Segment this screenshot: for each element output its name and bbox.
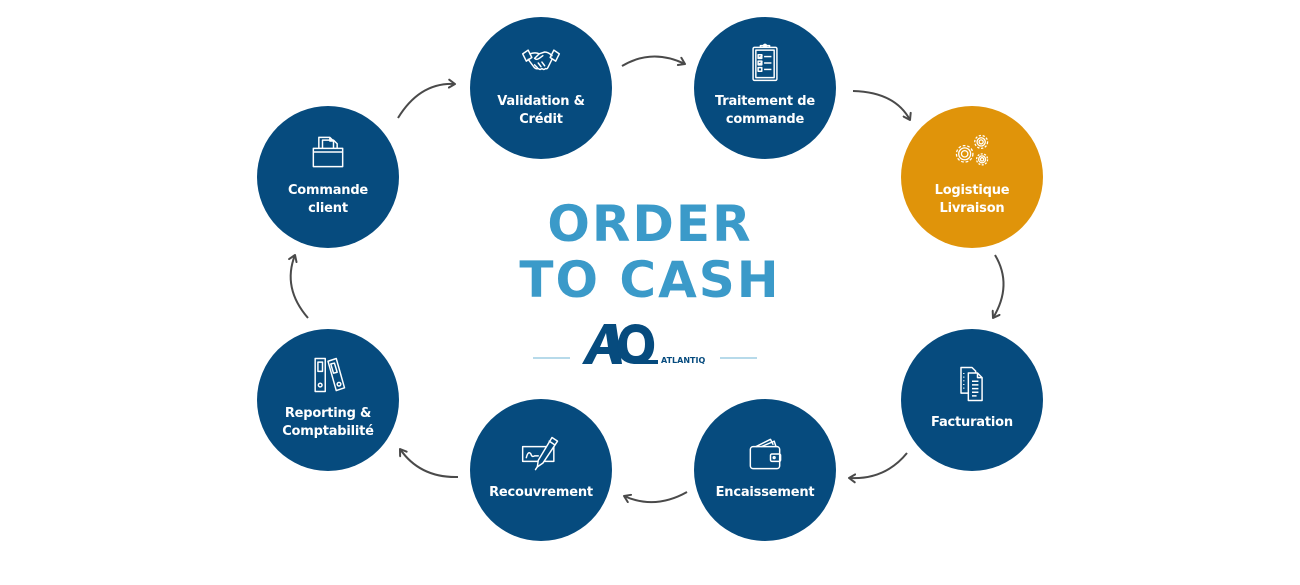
- gears-icon: [950, 130, 994, 174]
- atlantiq-logo: ATLANTIQ: [533, 324, 757, 365]
- step-logistique-livraison: Logistique Livraison: [901, 106, 1043, 248]
- diagram-title-line2: TO CASH: [519, 251, 781, 309]
- step-label: Reporting & Comptabilité: [282, 406, 374, 439]
- step-label: Recouvrement: [489, 485, 593, 500]
- arrow-traitement-to-logistique: [852, 90, 912, 121]
- step-validation-credit: Validation & Crédit: [470, 17, 612, 159]
- arrow-validation-to-traitement: [621, 55, 686, 67]
- step-traitement-commande: Traitement de commande: [694, 17, 836, 159]
- step-encaissement: Encaissement: [694, 399, 836, 541]
- arrow-commande-to-validation: [397, 78, 456, 119]
- step-facturation: Facturation: [901, 329, 1043, 471]
- arrow-encaissement-to-recouvrement: [623, 491, 688, 504]
- step-reporting-comptabilite: Reporting & Comptabilité: [257, 329, 399, 471]
- logo-mark-icon: [582, 324, 658, 364]
- step-label: Commande client: [287, 183, 369, 216]
- binders-icon: [306, 353, 350, 397]
- arrow-recouvrement-to-reporting: [399, 448, 459, 479]
- wallet-icon: [743, 432, 787, 476]
- step-label: Validation & Crédit: [497, 94, 585, 127]
- check-pen-icon: [519, 432, 563, 476]
- step-label: Facturation: [931, 415, 1013, 430]
- step-label: Traitement de commande: [715, 94, 815, 127]
- diagram-title-line1: ORDER: [547, 195, 753, 253]
- step-label: Encaissement: [715, 485, 815, 500]
- arrow-facturation-to-encaissement: [848, 452, 908, 484]
- documents-icon: [950, 362, 994, 406]
- step-label: Logistique Livraison: [934, 183, 1010, 216]
- arrow-reporting-to-commande: [288, 254, 309, 319]
- step-recouvrement: Recouvrement: [470, 399, 612, 541]
- folder-icon: [306, 130, 350, 174]
- step-commande-client: Commande client: [257, 106, 399, 248]
- clipboard-checklist-icon: [743, 41, 787, 85]
- handshake-icon: [519, 41, 563, 85]
- logo-brand-text: ATLANTIQ: [661, 356, 705, 365]
- arrow-logistique-to-facturation: [991, 254, 1005, 319]
